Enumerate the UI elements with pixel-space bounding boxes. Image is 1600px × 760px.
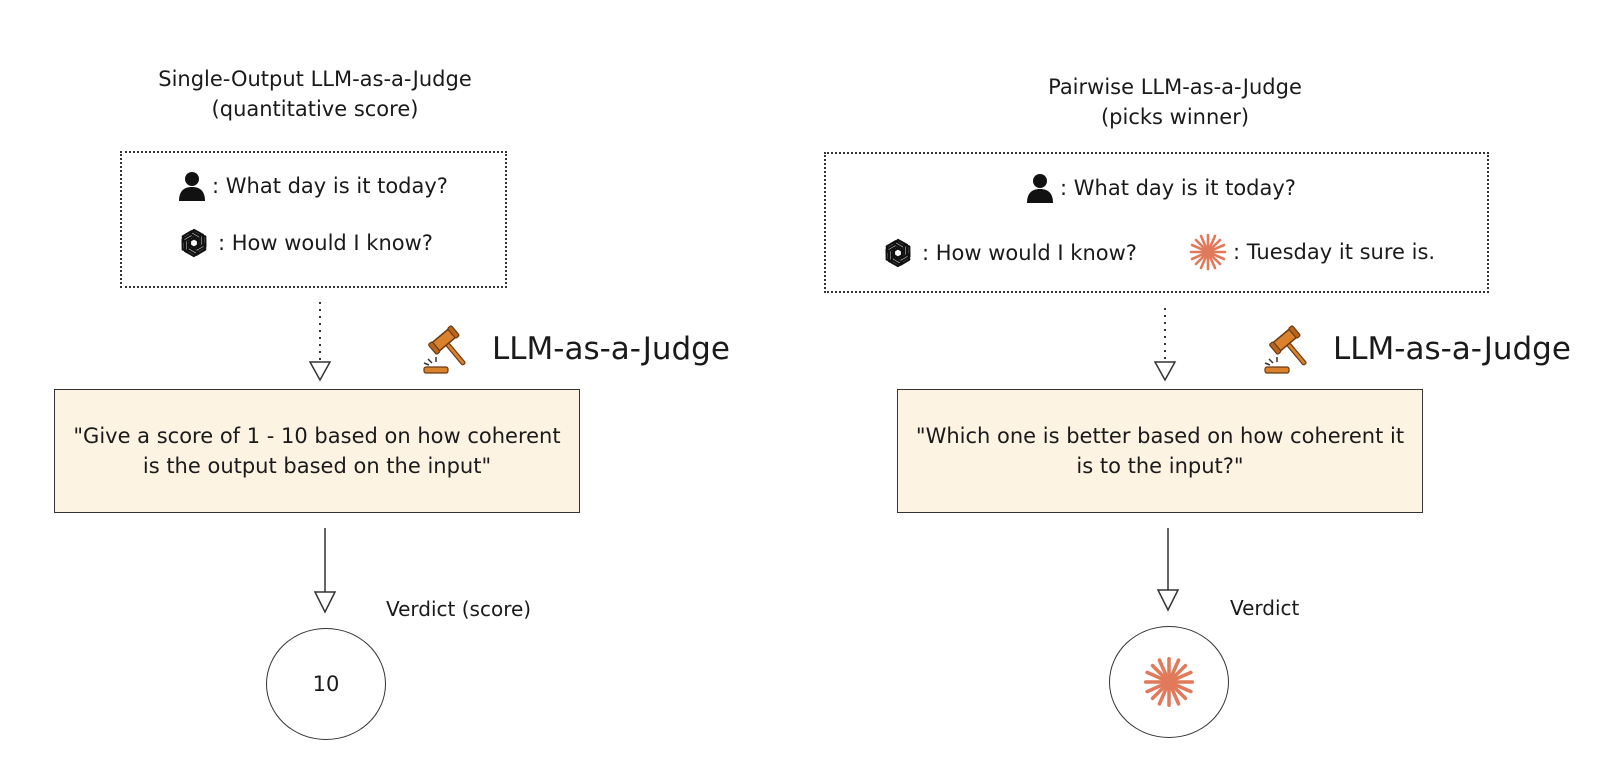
claude-starburst-icon [1143,656,1195,708]
left-verdict-label: Verdict (score) [386,597,532,621]
right-model-b-text: : Tuesday it sure is. [1233,240,1436,264]
person-icon [178,171,206,201]
right-verdict-circle [1109,626,1229,738]
left-judge-prompt: "Give a score of 1 - 10 based on how coh… [54,389,580,513]
right-judge-label: LLM-as-a-Judge [1263,323,1571,375]
left-judge-text: LLM-as-a-Judge [492,331,730,367]
left-judge-label: LLM-as-a-Judge [422,323,730,375]
right-judge-text: LLM-as-a-Judge [1333,331,1571,367]
claude-starburst-icon [1189,233,1227,271]
right-model-a-message: : How would I know? [880,235,1137,271]
left-model-a-text: : How would I know? [218,231,433,255]
left-verdict-arrowhead [313,591,337,614]
left-input-box [120,151,507,288]
right-title-line2: (picks winner) [1100,105,1250,129]
left-verdict-value: 10 [312,672,340,696]
right-input-arrowhead [1153,361,1177,382]
right-judge-prompt: "Which one is better based on how cohere… [897,389,1423,513]
left-input-arrowhead [308,361,332,382]
left-panel-title: Single-Output LLM-as-a-Judge (quantitati… [115,64,515,124]
right-model-b-message: : Tuesday it sure is. [1189,233,1435,271]
right-input-box [824,152,1489,293]
right-title-line1: Pairwise LLM-as-a-Judge [1048,75,1302,99]
left-user-message-text: : What day is it today? [212,174,448,198]
left-title-line1: Single-Output LLM-as-a-Judge [158,67,472,91]
right-user-message-text: : What day is it today? [1060,176,1296,200]
right-model-a-text: : How would I know? [922,241,1137,265]
right-verdict-label: Verdict [1230,596,1300,620]
left-title-line2: (quantitative score) [211,97,419,121]
gavel-icon [1263,323,1315,375]
left-verdict-circle: 10 [266,628,386,740]
openai-logo-icon [176,225,212,261]
right-user-message: : What day is it today? [1026,173,1296,203]
openai-logo-icon [880,235,916,271]
left-judge-prompt-text: "Give a score of 1 - 10 based on how coh… [73,424,561,478]
right-verdict-arrowhead [1156,589,1180,612]
gavel-icon [422,323,474,375]
person-icon [1026,173,1054,203]
left-user-message: : What day is it today? [178,171,448,201]
left-model-a-message: : How would I know? [176,225,433,261]
right-panel-title: Pairwise LLM-as-a-Judge (picks winner) [975,72,1375,132]
right-judge-prompt-text: "Which one is better based on how cohere… [915,424,1405,478]
